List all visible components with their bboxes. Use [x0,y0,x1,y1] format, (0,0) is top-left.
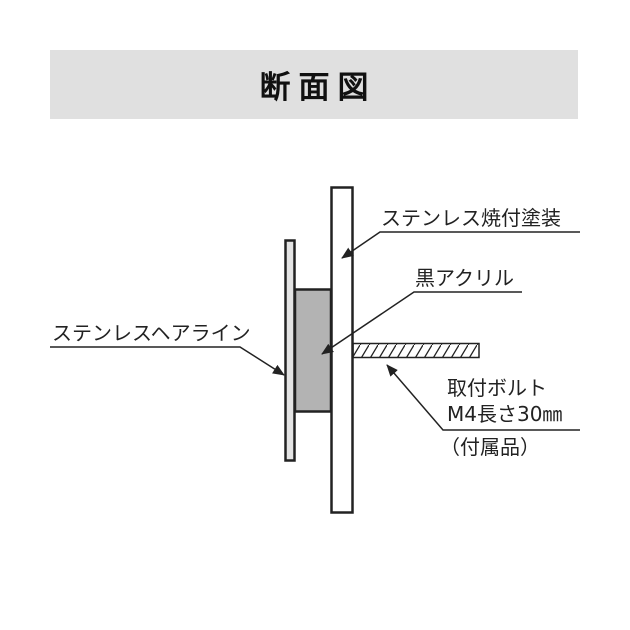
header-bar: 断面図 [50,50,578,119]
leader-black-acrylic [321,291,522,355]
label-stainless-baked: ステンレス焼付塗装 [381,206,561,230]
leader-bolt [386,364,580,431]
stainless-hairline-plate [284,239,296,462]
leader-stainless-baked [341,231,580,259]
mounting-bolt [352,342,480,359]
label-bolt-line2: M4長さ30㎜ [447,402,563,426]
label-bolt-line1: 取付ボルト [447,376,547,400]
label-stainless-hairline: ステンレスヘアライン [52,321,251,345]
page-title: 断面図 [259,70,377,106]
leader-stainless-hairline [50,346,285,376]
stainless-baked-plate [330,186,354,514]
label-bolt-line3: （付属品） [440,435,540,459]
label-black-acrylic: 黒アクリル [415,266,514,290]
black-acrylic-block [293,288,333,413]
